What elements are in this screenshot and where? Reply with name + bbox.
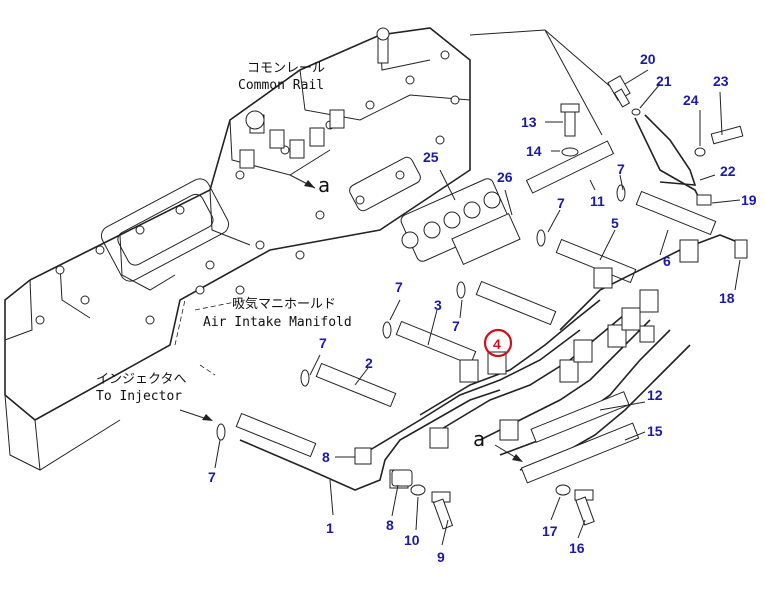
part-number-6[interactable]: 6	[663, 253, 671, 269]
part-number-10[interactable]: 10	[404, 532, 420, 548]
part-number-9[interactable]: 9	[437, 549, 445, 565]
part-number-12[interactable]: 12	[647, 387, 663, 403]
injection-pipes-drawing	[179, 69, 748, 546]
to-injector-jp-label: インジェクタへ	[96, 372, 186, 387]
highlight-ring-part-4	[483, 328, 513, 358]
part-number-callouts: 20 21 23 24 22 19 18 13 14 11 7 7 25 26 …	[208, 51, 757, 565]
part-number-23[interactable]: 23	[713, 73, 729, 89]
part-number-14[interactable]: 14	[526, 143, 542, 159]
part-number-21[interactable]: 21	[656, 73, 672, 89]
common-rail-en-label: Common Rail	[238, 78, 324, 93]
part-number-7[interactable]: 7	[208, 469, 216, 485]
part-number-11[interactable]: 11	[590, 193, 605, 209]
part-number-7[interactable]: 7	[617, 161, 625, 177]
part-number-16[interactable]: 16	[569, 540, 585, 556]
air-intake-en-label: Air Intake Manifold	[203, 315, 352, 330]
air-intake-jp-label: 吸気マニホールド	[232, 296, 336, 312]
part-number-1[interactable]: 1	[326, 520, 334, 536]
engine-block-drawing	[4, 27, 621, 471]
view-a-top-label: a	[318, 173, 330, 197]
part-number-4-highlighted[interactable]: 4	[493, 336, 501, 352]
part-number-8[interactable]: 8	[386, 517, 394, 533]
part-number-26[interactable]: 26	[497, 169, 513, 185]
part-number-20[interactable]: 20	[640, 51, 656, 67]
part-number-13[interactable]: 13	[521, 114, 537, 130]
part-number-15[interactable]: 15	[647, 423, 663, 439]
part-number-22[interactable]: 22	[720, 163, 736, 179]
part-number-24[interactable]: 24	[683, 92, 699, 108]
part-number-17[interactable]: 17	[542, 523, 558, 539]
part-number-7[interactable]: 7	[557, 195, 565, 211]
part-number-2[interactable]: 2	[365, 355, 373, 371]
part-number-25[interactable]: 25	[423, 149, 439, 165]
part-number-18[interactable]: 18	[719, 290, 735, 306]
part-number-3[interactable]: 3	[434, 297, 442, 313]
view-a-bottom-label: a	[473, 427, 485, 451]
part-number-7[interactable]: 7	[319, 335, 327, 351]
to-injector-en-label: To Injector	[96, 389, 182, 404]
part-number-19[interactable]: 19	[741, 192, 757, 208]
part-number-7[interactable]: 7	[395, 279, 403, 295]
part-number-7[interactable]: 7	[452, 318, 460, 334]
common-rail-jp-label: コモンレール	[247, 61, 325, 76]
part-number-8[interactable]: 8	[322, 449, 330, 465]
part-number-5[interactable]: 5	[611, 215, 619, 231]
